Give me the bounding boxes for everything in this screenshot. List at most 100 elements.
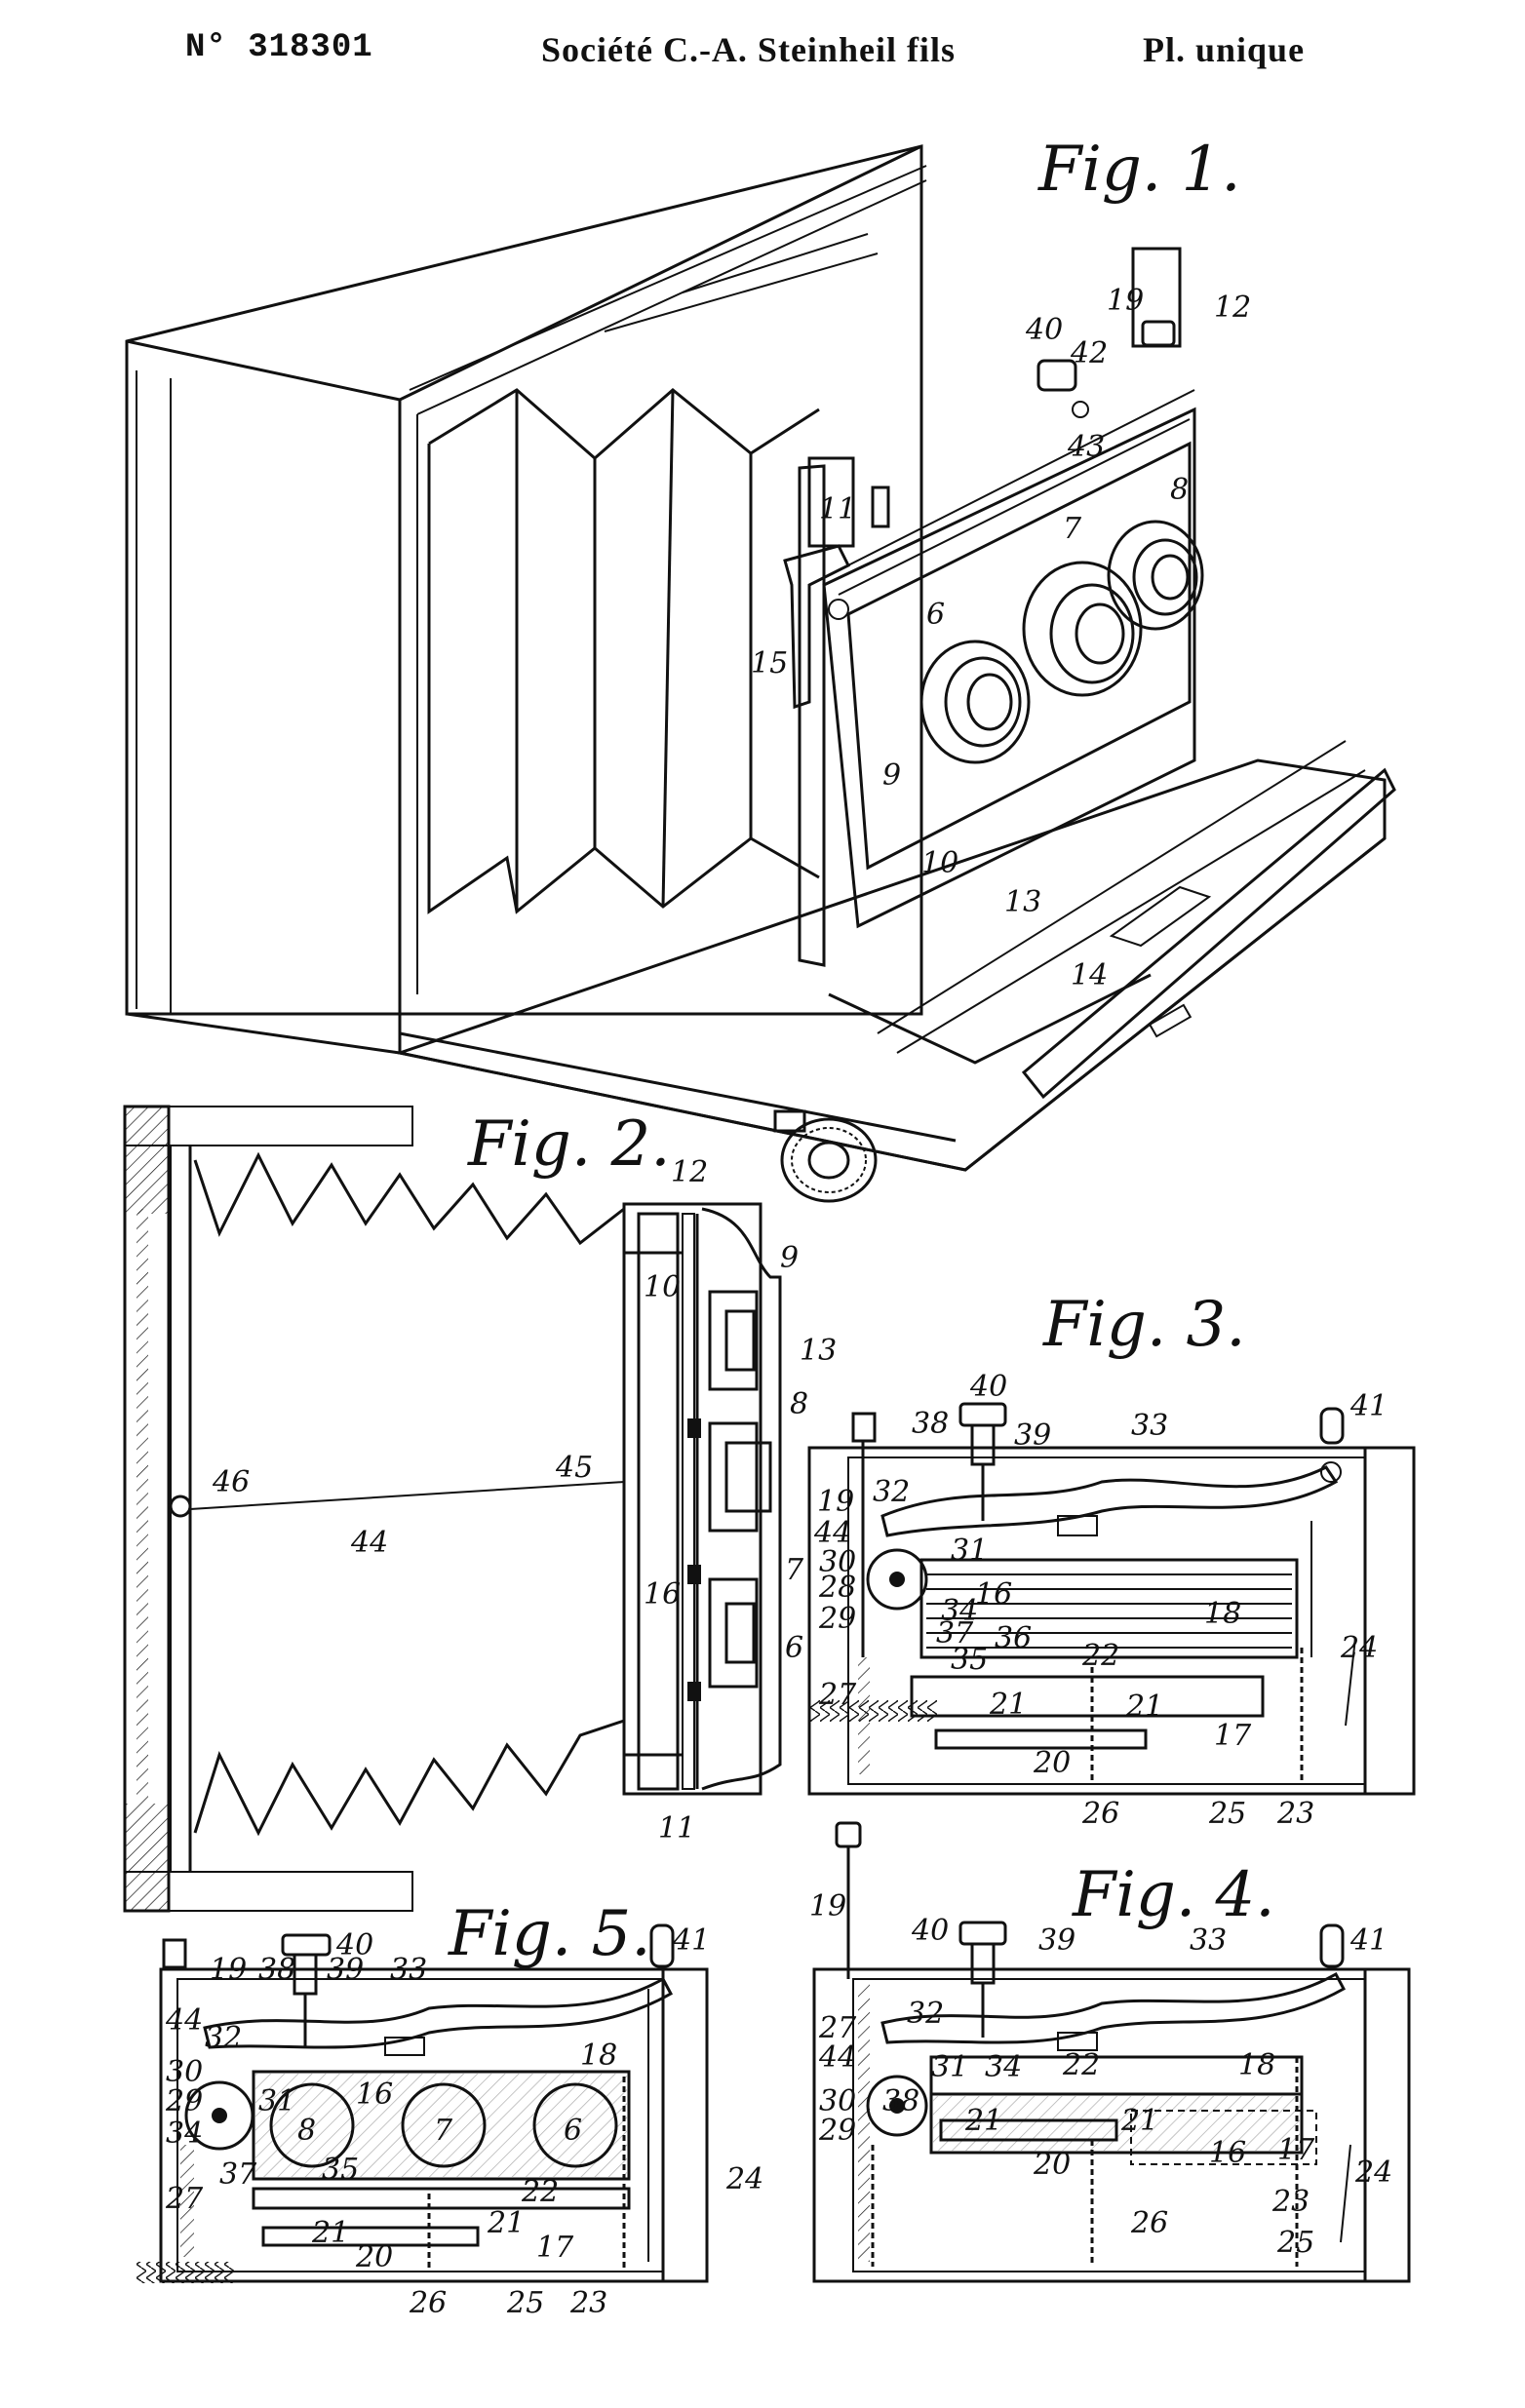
- fig5-ref: 26: [409, 2286, 447, 2320]
- fig2-ref: 10: [644, 1270, 681, 1304]
- fig4-ref: 22: [1062, 2048, 1100, 2082]
- fig3-ref: 32: [873, 1475, 910, 1509]
- applicant-name: Société C.-A. Steinheil fils: [541, 30, 956, 69]
- fig1-ref: 6: [926, 598, 945, 632]
- fig1-ref: 7: [1063, 512, 1082, 546]
- fig1-ref: 13: [1004, 885, 1041, 919]
- fig3-ref: 39: [1014, 1418, 1051, 1453]
- fig5-ref: 38: [258, 1953, 295, 1987]
- figure-4: Fig. 4. 19 40 39 41 33: [809, 1821, 1411, 2283]
- bellows-section: [193, 1151, 625, 1837]
- fig3-ref: 26: [1081, 1797, 1119, 1831]
- fig3-ref: 31: [951, 1534, 988, 1568]
- fig5-ref: 40: [335, 1928, 373, 1962]
- fig3-ref: 16: [975, 1577, 1012, 1612]
- fig5-ref: 7: [434, 2114, 453, 2148]
- fig3-ref: 21: [989, 1688, 1027, 1722]
- bellows: [427, 233, 879, 914]
- fig5-ref: 27: [165, 2182, 204, 2216]
- rear-frame: [123, 1105, 413, 1913]
- fig5-ref: 33: [390, 1953, 427, 1987]
- fig1-ref: 9: [882, 758, 901, 793]
- fig5-ref: 24: [725, 2162, 763, 2196]
- fig4-ref: 44: [818, 2040, 856, 2075]
- fig1-ref: 11: [819, 492, 856, 526]
- fig3-ref: 20: [1033, 1746, 1071, 1780]
- fig3-ref: 27: [818, 1678, 857, 1712]
- lens-assembly: [919, 520, 1204, 764]
- fig5-ref: 44: [165, 2003, 203, 2038]
- fig1-ref: 14: [1071, 958, 1108, 992]
- fig1-ref: 8: [1170, 473, 1189, 507]
- fig4-ref: 41: [1349, 1923, 1388, 1958]
- fig3-ref: 23: [1276, 1797, 1314, 1831]
- fig3-ref: 17: [1214, 1719, 1252, 1753]
- fig5-ref: 22: [521, 2175, 559, 2209]
- fig4-ref: 27: [818, 2011, 857, 2045]
- fig5-reference-numerals: 19 40 38 39 33 41 44 32 30 29 31 18 16 3…: [165, 1923, 763, 2320]
- fig5-ref: 23: [569, 2286, 607, 2320]
- fig2-ref: 6: [785, 1631, 803, 1665]
- fig4-ref: 21: [1120, 2104, 1158, 2138]
- fig4-ref: 32: [907, 1997, 944, 2031]
- fig3-ref: 18: [1204, 1597, 1241, 1631]
- fig5-ref: 16: [356, 2078, 393, 2112]
- camera-bed: [394, 740, 1396, 1172]
- fig2-ref: 9: [780, 1241, 799, 1275]
- fig4-ref: 19: [809, 1889, 846, 1923]
- camera-body: [125, 144, 927, 1055]
- fig4-ref: 34: [985, 2050, 1022, 2084]
- fig1-title: Fig. 1.: [1037, 134, 1241, 206]
- fig3-ref: 36: [995, 1621, 1032, 1655]
- focusing-knob: [773, 1109, 878, 1203]
- fig4-reference-numerals: 19 40 39 41 33 27 32 44 31 34 22 18 30 3…: [809, 1889, 1392, 2260]
- fig5-ref: 29: [165, 2084, 203, 2118]
- fig5-ref: 34: [166, 2117, 203, 2151]
- fig2-ref: 11: [658, 1811, 695, 1845]
- fig3-ref: 28: [818, 1571, 856, 1605]
- fig4-ref: 21: [964, 2104, 1002, 2138]
- fig4-ref: 25: [1276, 2226, 1314, 2260]
- fig4-ref: 38: [882, 2084, 919, 2118]
- fig1-ref: 43: [1067, 430, 1105, 464]
- fig3-ref: 22: [1081, 1639, 1119, 1673]
- fig3-ref: 21: [1125, 1689, 1163, 1724]
- fig3-title: Fig. 3.: [1042, 1289, 1246, 1361]
- figure-1: Fig. 1.: [125, 134, 1396, 1203]
- fig5-ref: 31: [258, 2084, 295, 2118]
- fig3-ref: 35: [951, 1643, 988, 1677]
- fig4-ref: 26: [1130, 2206, 1168, 2240]
- fig2-ref: 44: [350, 1526, 388, 1560]
- fig4-ref: 23: [1271, 2185, 1310, 2219]
- fig2-title: Fig. 2.: [467, 1108, 671, 1181]
- fig3-ref: 29: [818, 1602, 856, 1636]
- fig5-title: Fig. 5.: [448, 1898, 651, 1970]
- fig3-ref: 30: [819, 1545, 856, 1579]
- fig5-ref: 18: [580, 2039, 617, 2073]
- front-standard: [783, 247, 1196, 1065]
- figure-5: Fig. 5. 19 40 38 39 33: [137, 1898, 763, 2320]
- fig1-ref: 42: [1070, 336, 1108, 370]
- fig3-ref: 44: [813, 1516, 851, 1550]
- fig5-ref: 41: [672, 1923, 710, 1958]
- fig4-title: Fig. 4.: [1072, 1859, 1275, 1931]
- fig4-ref: 31: [931, 2050, 968, 2084]
- fig2-reference-numerals: 12 9 10 13 8 45 46 44 16 7 6 11: [212, 1155, 837, 1845]
- fig3-ref: 24: [1340, 1631, 1378, 1665]
- fig1-ref: 12: [1214, 291, 1251, 325]
- fig2-ref: 46: [212, 1465, 250, 1499]
- figure-3: Fig. 3. 40: [807, 1289, 1416, 1831]
- fig5-ref: 32: [205, 2021, 242, 2055]
- fig5-ref: 20: [355, 2240, 393, 2274]
- fig2-ref: 16: [644, 1577, 681, 1612]
- fig5-ref: 21: [311, 2216, 349, 2250]
- front-board-section: [622, 1202, 782, 1796]
- fig4-ref: 17: [1277, 2133, 1315, 2167]
- fig4-ref: 29: [818, 2114, 856, 2148]
- fig3-ref: 33: [1131, 1409, 1168, 1443]
- fig3-ref: 34: [941, 1594, 978, 1628]
- fig1-ref: 15: [751, 646, 788, 680]
- fig2-ref: 7: [785, 1553, 804, 1587]
- fig2-ref: 13: [800, 1334, 837, 1368]
- fig4-ref: 33: [1190, 1923, 1227, 1958]
